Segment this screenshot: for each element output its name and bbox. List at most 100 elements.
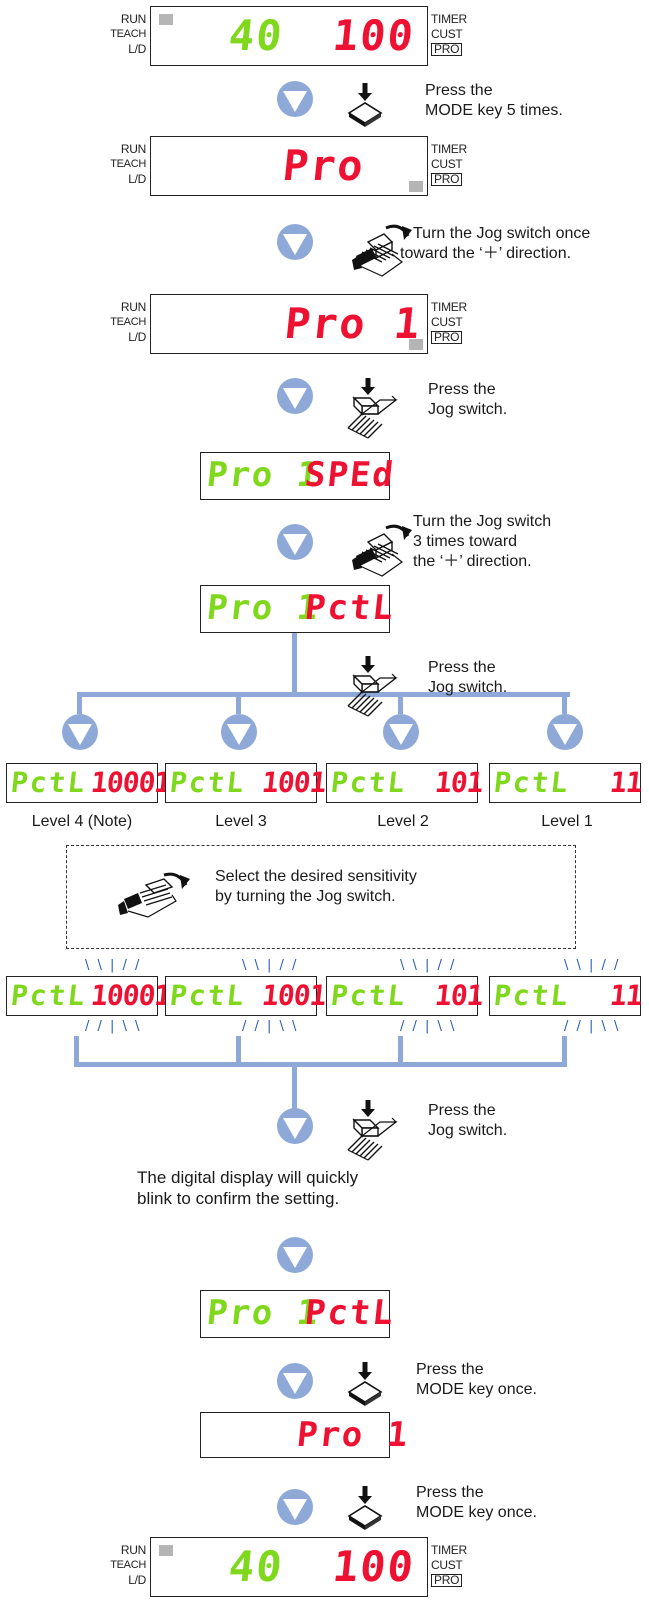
down-arrow-icon xyxy=(277,81,313,117)
display-panel-pro1: Pro 1 xyxy=(150,294,428,354)
down-arrow-icon xyxy=(277,378,313,414)
level-4-display: PctL 10001 xyxy=(6,763,172,803)
merge-connector-bottom xyxy=(74,1036,567,1116)
blink-mark-bottom-1: / / | \ \ xyxy=(564,1019,621,1034)
pro-indicator-lamp xyxy=(409,339,423,350)
step-press-jog-3-line1: Press the xyxy=(428,1102,496,1119)
mode-key-icon xyxy=(348,1361,382,1407)
level-1-display: PctL 11 xyxy=(489,763,644,803)
pro1-readout: Pro 1 xyxy=(282,299,425,348)
down-arrow-icon xyxy=(383,714,419,750)
step-jog-plus-once-line2: toward the ‘＋’ direction. xyxy=(400,245,572,262)
down-arrow-icon xyxy=(221,714,257,750)
step-press-jog-2-line1: Press the xyxy=(428,659,496,676)
step-jog-plus-3-line1: Turn the Jog switch xyxy=(413,513,552,530)
timer-label: TIMER xyxy=(431,300,467,314)
blink-confirm-line2: blink to confirm the setting. xyxy=(137,1189,340,1208)
pro-label: PRO xyxy=(431,42,463,57)
level-3-left: PctL xyxy=(168,979,248,1012)
step-jog-plus-3-line3: the ‘＋’ direction. xyxy=(413,553,532,570)
pctl-readout: PctL xyxy=(302,588,397,628)
sped-readout: SPEd xyxy=(302,455,397,495)
teach-label: TEACH xyxy=(110,158,146,170)
down-arrow-icon xyxy=(277,1237,313,1273)
step-mode-once-2-line2: MODE key once. xyxy=(416,1504,537,1521)
level-4-display-blink: PctL 10001 xyxy=(6,976,172,1016)
step-mode-once-2-line1: Press the xyxy=(416,1484,484,1501)
timer-label: TIMER xyxy=(431,1543,467,1557)
threshold-readout: 40 xyxy=(226,11,287,60)
run-label: RUN xyxy=(120,142,146,156)
cust-label: CUST xyxy=(431,27,463,41)
level-3-left: PctL xyxy=(168,766,248,799)
level-1-label: Level 1 xyxy=(541,813,593,830)
pro-readout: Pro xyxy=(280,141,368,190)
down-arrow-icon xyxy=(62,714,98,750)
display-panel-initial: 40 100 xyxy=(150,6,428,66)
display-panel-final: 40 100 xyxy=(150,1537,428,1597)
level-4-left: PctL xyxy=(9,979,89,1012)
display-panel-pro: Pro xyxy=(150,136,428,196)
level-2-display: PctL 101 xyxy=(326,763,484,803)
level-2-left: PctL xyxy=(329,766,409,799)
down-arrow-icon xyxy=(277,1489,313,1525)
cust-label: CUST xyxy=(431,157,463,171)
level-2-left: PctL xyxy=(329,979,409,1012)
run-indicator-lamp xyxy=(159,1545,173,1556)
display-panel-pro1-return: Pro 1 xyxy=(200,1412,411,1458)
jog-switch-turn-icon xyxy=(116,872,192,919)
step-mode5-line2: MODE key 5 times. xyxy=(425,102,563,119)
level-4-left: PctL xyxy=(9,766,89,799)
level-1-left: PctL xyxy=(492,979,572,1012)
pro1-readout: Pro 1 xyxy=(294,1415,412,1455)
run-label: RUN xyxy=(120,300,146,314)
step-press-jog-1-line2: Jog switch. xyxy=(428,401,508,418)
select-sensitivity-line2: by turning the Jog switch. xyxy=(215,888,396,905)
step-press-jog-3-line2: Jog switch. xyxy=(428,1122,508,1139)
level-1-right: 11 xyxy=(608,979,644,1012)
jog-switch-press-icon xyxy=(347,655,397,717)
mode-key-icon xyxy=(348,1485,382,1531)
pro-label: PRO xyxy=(431,330,463,345)
level-1-right: 11 xyxy=(608,766,644,799)
pro-label: PRO xyxy=(431,1573,463,1588)
ld-label: L/D xyxy=(128,330,146,344)
level-4-right: 10001 xyxy=(89,979,173,1012)
jog-switch-turn-icon xyxy=(350,524,414,578)
level-2-display-blink: PctL 101 xyxy=(326,976,484,1016)
level-3-right: 1001 xyxy=(260,766,328,799)
cust-label: CUST xyxy=(431,315,463,329)
jog-switch-press-icon xyxy=(347,1099,397,1161)
branch-connector-top xyxy=(77,633,570,714)
down-arrow-icon xyxy=(277,224,313,260)
step-mode-once-1-line1: Press the xyxy=(416,1361,484,1378)
down-arrow-icon xyxy=(277,1363,313,1399)
level-3-display: PctL 1001 xyxy=(165,763,327,803)
ld-label: L/D xyxy=(128,1573,146,1587)
level-2-right: 101 xyxy=(433,979,485,1012)
down-arrow-icon xyxy=(277,1108,313,1144)
display-panel-pctl-confirmed: Pro 1 PctL xyxy=(200,1290,397,1338)
level-3-right: 1001 xyxy=(260,979,328,1012)
level-1-display-blink: PctL 11 xyxy=(489,976,644,1016)
level-1-left: PctL xyxy=(492,766,572,799)
threshold-readout: 40 xyxy=(226,1542,287,1591)
blink-mark-bottom-4: / / | \ \ xyxy=(85,1019,142,1034)
cust-label: CUST xyxy=(431,1558,463,1572)
blink-mark-bottom-2: / / | \ \ xyxy=(400,1019,457,1034)
value-readout: 100 xyxy=(330,11,418,60)
step-mode5-line1: Press the xyxy=(425,82,493,99)
pro-label: PRO xyxy=(431,172,463,187)
pro-indicator-lamp xyxy=(409,181,423,192)
run-label: RUN xyxy=(120,1543,146,1557)
level-3-display-blink: PctL 1001 xyxy=(165,976,327,1016)
teach-label: TEACH xyxy=(110,28,146,40)
pctl-readout: PctL xyxy=(302,1293,397,1333)
step-jog-plus-3-line2: 3 times toward xyxy=(413,533,518,550)
step-mode-once-1-line2: MODE key once. xyxy=(416,1381,537,1398)
blink-confirm-line1: The digital display will quickly xyxy=(137,1168,359,1187)
step-jog-plus-once-line1: Turn the Jog switch once xyxy=(413,225,591,242)
blink-mark-top-4: \ \ | / / xyxy=(85,958,142,973)
level-2-label: Level 2 xyxy=(377,813,429,830)
down-arrow-icon xyxy=(277,524,313,560)
